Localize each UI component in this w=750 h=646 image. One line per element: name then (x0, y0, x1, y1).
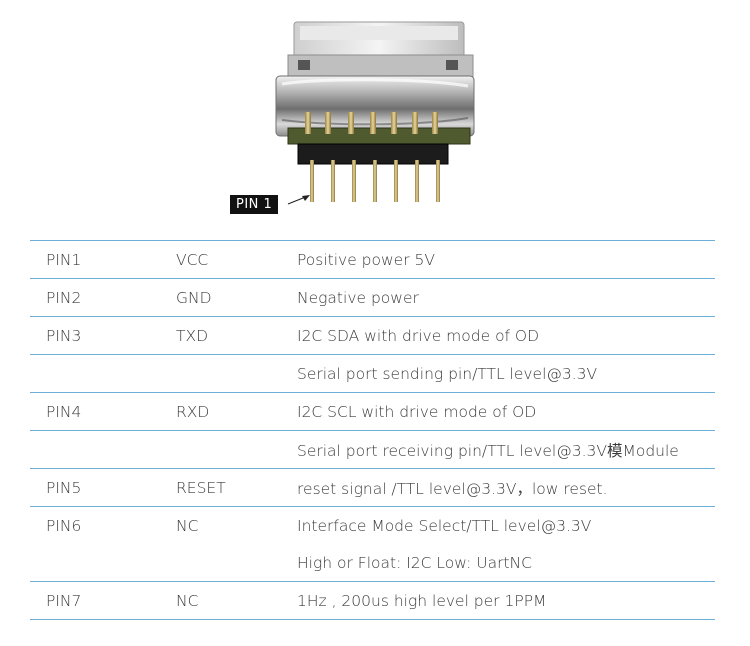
pin-description: reset signal /TTL level@3.3V，low reset. (297, 468, 715, 507)
pin-number: PIN4 (30, 392, 176, 431)
table-row: High or Float: I2C Low: UartNC (30, 544, 715, 582)
pin-name: RXD (176, 392, 297, 431)
pin-description: Serial port sending pin/TTL level@3.3V (297, 354, 715, 393)
pin-name: NC (176, 581, 297, 620)
table-row: PIN7 NC 1Hz , 200us high level per 1PPM (30, 581, 715, 620)
pin-description: Serial port receiving pin/TTL level@3.3V… (297, 430, 715, 469)
pin-description: I2C SCL with drive mode of OD (297, 392, 715, 431)
table-row: PIN2 GND Negative power (30, 278, 715, 317)
pin-name: TXD (176, 316, 297, 355)
table-row: PIN1 VCC Positive power 5V (30, 240, 715, 279)
pin-name: NC (176, 506, 297, 544)
pin-name (176, 544, 297, 582)
pin-name (176, 354, 297, 393)
pin-description: Positive power 5V (297, 240, 715, 279)
pin1-arrow (287, 195, 310, 205)
module-pcb (287, 127, 471, 145)
table-row: PIN5 RESET reset signal /TTL level@3.3V，… (30, 468, 715, 507)
pin-number: PIN2 (30, 278, 176, 317)
pin-table: PIN1 VCC Positive power 5V PIN2 GND Nega… (30, 240, 715, 620)
pin-description: Negative power (297, 278, 715, 317)
pin-number: PIN7 (30, 581, 176, 620)
pin-name (176, 430, 297, 469)
table-row: PIN4 RXD I2C SCL with drive mode of OD (30, 392, 715, 431)
table-row: PIN3 TXD I2C SDA with drive mode of OD (30, 316, 715, 355)
pin-number: PIN1 (30, 240, 176, 279)
pin-number: PIN6 (30, 506, 176, 544)
pin-description: Interface Mode Select/TTL level@3.3V (297, 506, 715, 544)
pin-name: RESET (176, 468, 297, 507)
pin-name: VCC (176, 240, 297, 279)
pin-number: PIN3 (30, 316, 176, 355)
pin-number: PIN5 (30, 468, 176, 507)
pin-description: 1Hz , 200us high level per 1PPM (297, 581, 715, 620)
module-upper-pins (305, 112, 438, 134)
pin-description: High or Float: I2C Low: UartNC (297, 553, 532, 572)
table-row: PIN6 NC Interface Mode Select/TTL level@… (30, 506, 715, 544)
pin-number (30, 544, 176, 582)
pin-number (30, 354, 176, 393)
module-top-shield (287, 21, 474, 78)
module-lower-pins (310, 160, 440, 202)
table-row: Serial port receiving pin/TTL level@3.3V… (30, 430, 715, 469)
pin-description: I2C SDA with drive mode of OD (297, 316, 715, 355)
pin1-label: PIN 1 (230, 195, 279, 214)
table-row: Serial port sending pin/TTL level@3.3V (30, 354, 715, 393)
module-photo (275, 21, 475, 205)
pin-number (30, 430, 176, 469)
pin-name: GND (176, 278, 297, 317)
